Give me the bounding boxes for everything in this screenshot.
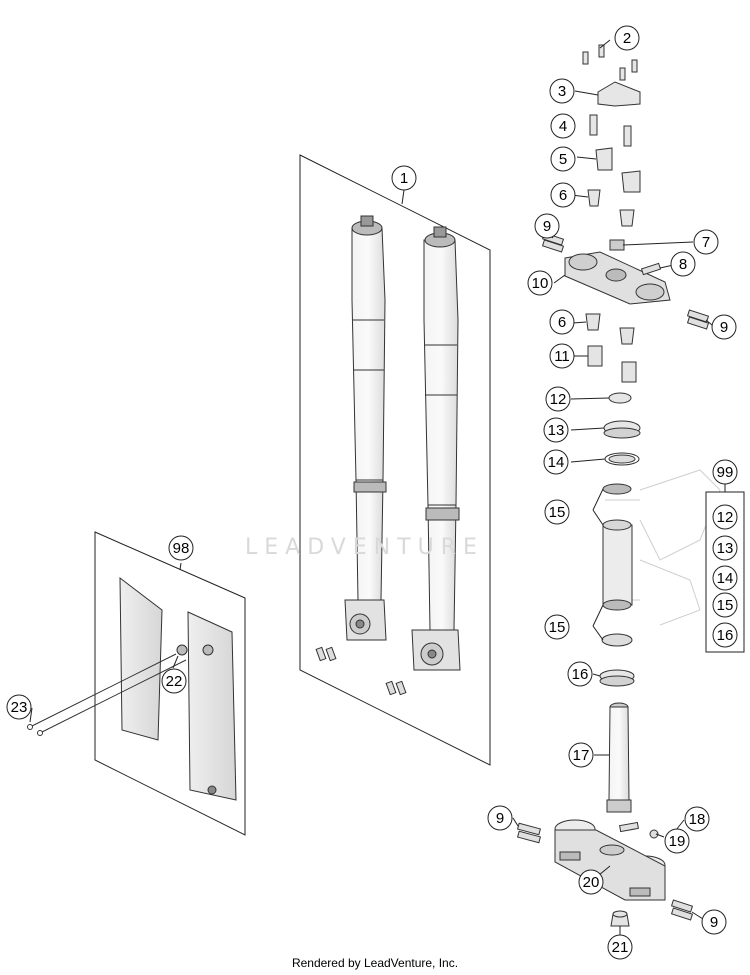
- guard-bolt-23: [27, 653, 187, 736]
- callout-99: 99: [717, 464, 734, 481]
- callout-2: 2: [623, 30, 631, 47]
- leader-lines: [29, 39, 713, 935]
- kit-99-item-14: 14: [717, 570, 734, 587]
- callout-9-c: 9: [496, 810, 504, 827]
- headstock-tube: [601, 483, 633, 647]
- watermark: LEADVENTURE: [245, 535, 484, 560]
- callout-labels: 1 2 3 4 5 6 6 7 8 9 9 9 9 10 11 12 13 14…: [11, 30, 734, 956]
- callout-8: 8: [679, 256, 687, 273]
- callout-9-d: 9: [710, 914, 718, 931]
- lower-bearing: [599, 669, 635, 687]
- callout-7: 7: [702, 234, 710, 251]
- fork-guards: [119, 576, 237, 801]
- left-fork-leg: [344, 215, 387, 641]
- callout-1: 1: [400, 170, 408, 187]
- kit-99-item-12: 12: [717, 509, 734, 526]
- handlebar-clamp-parts: [582, 44, 641, 227]
- upper-triple-clamp: [541, 232, 710, 330]
- callout-12: 12: [550, 391, 567, 408]
- callout-9-b: 9: [720, 319, 728, 336]
- callout-15-a: 15: [549, 504, 566, 521]
- callout-16: 16: [572, 666, 589, 683]
- callout-5: 5: [559, 151, 567, 168]
- steering-stem: [606, 702, 632, 813]
- footer-credit: Rendered by LeadVenture, Inc.: [291, 956, 459, 970]
- callout-3: 3: [558, 83, 566, 100]
- kit-99-item-15: 15: [717, 597, 734, 614]
- callout-4: 4: [559, 118, 567, 135]
- callout-21: 21: [612, 939, 629, 956]
- callout-9-a: 9: [543, 218, 551, 235]
- callout-19: 19: [669, 833, 686, 850]
- callout-20: 20: [583, 874, 600, 891]
- kit-99-item-16: 16: [717, 627, 734, 644]
- callout-17: 17: [573, 747, 590, 764]
- callout-15-b: 15: [549, 619, 566, 636]
- stem-cap: [610, 910, 630, 927]
- callout-6-mid: 6: [558, 314, 566, 331]
- callout-13: 13: [548, 422, 565, 439]
- steering-bearings-top: [603, 392, 641, 466]
- bushings: [585, 313, 637, 383]
- callout-6-top: 6: [559, 187, 567, 204]
- callout-23: 23: [11, 699, 28, 716]
- callout-18: 18: [689, 811, 706, 828]
- callout-10: 10: [532, 275, 549, 292]
- fork-screws: [315, 646, 407, 696]
- callout-22: 22: [166, 673, 183, 690]
- right-fork-leg: [411, 226, 461, 671]
- callout-11: 11: [554, 348, 570, 365]
- callout-bubbles: [6, 25, 738, 960]
- callout-14: 14: [548, 454, 565, 471]
- kit-99-item-13: 13: [717, 540, 734, 557]
- fork-assembly-panel: [299, 154, 491, 766]
- callout-98: 98: [173, 540, 190, 557]
